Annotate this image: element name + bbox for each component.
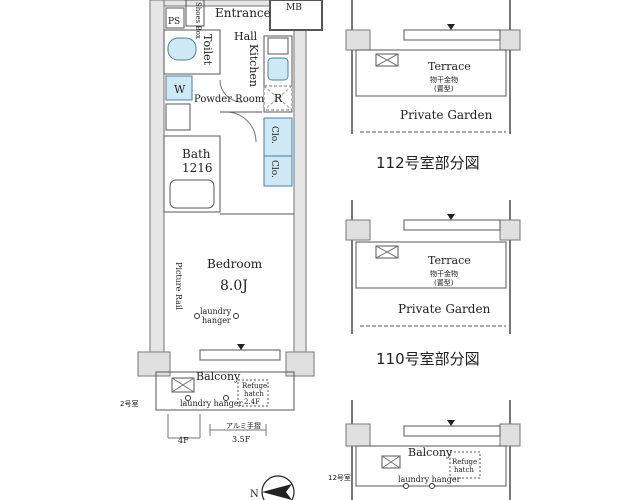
- label-4f: 4F: [178, 436, 189, 445]
- bathtub: [169, 179, 215, 209]
- label-handrail: アルミ手摺: [226, 421, 261, 430]
- label-hall: Hall: [234, 30, 258, 43]
- label-clo-upper: Clo.: [269, 126, 279, 144]
- u12-balcony-label: Balcony: [408, 446, 453, 459]
- sink-box: [165, 103, 191, 131]
- u112-caption: 112号室部分図: [376, 154, 480, 172]
- label-refuge: Refuge: [242, 382, 267, 390]
- u12-refuge-box: [449, 451, 481, 479]
- balcony: [155, 371, 295, 411]
- label-room-2: 2号室: [120, 399, 138, 408]
- compass-needle-icon: [262, 484, 292, 500]
- u12-col-right: [499, 423, 521, 447]
- u112-terrace-label: Terrace: [428, 60, 471, 73]
- kitchen-stove: [267, 37, 289, 55]
- label-hatch: hatch: [244, 390, 264, 398]
- u112-hanger-2: (置型): [434, 84, 454, 93]
- shoes-box: [185, 0, 205, 27]
- u112-hanger-1: 物干金物: [430, 75, 458, 84]
- u110-hanger-2: (置型): [434, 278, 454, 287]
- u12-refuge-2: hatch: [454, 466, 474, 474]
- label-entrance: Entrance: [215, 6, 271, 20]
- u112-col-left: [345, 29, 371, 51]
- label-shoes-box: Shoes Box: [194, 2, 202, 39]
- u112-window: [403, 29, 501, 41]
- label-bedroom-size: 8.0J: [220, 278, 248, 294]
- u110-caption: 110号室部分図: [376, 350, 480, 368]
- label-3-5f: 3.5F: [232, 435, 251, 444]
- label-clo-lower: Clo.: [269, 160, 279, 178]
- u12-laundry-hanger: laundry hanger: [398, 475, 461, 484]
- u110-col-right: [499, 219, 521, 241]
- label-bath: Bath: [182, 147, 211, 161]
- bedroom-window: [199, 349, 281, 361]
- unit-12: [345, 400, 521, 500]
- outer-wall-left: [149, 0, 165, 359]
- outer-wall-right: [293, 29, 307, 359]
- label-hanger: hanger: [202, 316, 231, 325]
- u112-col-right: [499, 29, 521, 51]
- label-laundry-hanger-bal: laundry hanger: [180, 399, 243, 408]
- compass-north-label: N: [250, 489, 259, 500]
- u110-window: [403, 219, 501, 231]
- label-ps: PS: [168, 17, 180, 27]
- ps-box: [165, 7, 185, 29]
- u110-col-left: [345, 219, 371, 241]
- label-2-4f: 2.4F: [244, 398, 260, 406]
- unit-112: [345, 0, 521, 134]
- toilet-fixture: [167, 37, 197, 61]
- main-unit: [137, 0, 323, 439]
- label-picture-rail: Picture Rail: [174, 262, 183, 310]
- label-w: W: [174, 83, 186, 96]
- unit-110: [345, 200, 521, 334]
- label-laundry: laundry: [200, 307, 232, 316]
- label-balcony: Balcony: [196, 370, 241, 383]
- u12-refuge-1: Refuge: [452, 458, 477, 466]
- label-bath-size: 1216: [182, 161, 213, 175]
- unit-110-labels: Terrace 物干金物 (置型) Private Garden 110号室部分…: [376, 254, 491, 368]
- u110-terrace-label: Terrace: [428, 254, 471, 267]
- closet-upper: [263, 117, 293, 157]
- closet-lower: [263, 155, 293, 187]
- unit-12-labels: 12号室 Balcony Refuge hatch laundry hanger: [328, 446, 477, 484]
- refuge-hatch-box: [237, 379, 269, 407]
- label-kitchen: Kitchen: [247, 44, 260, 87]
- u112-garden-label: Private Garden: [400, 108, 493, 122]
- label-bedroom: Bedroom: [207, 257, 263, 271]
- label-powder-room: Powder Room: [194, 94, 265, 105]
- label-mb: MB: [286, 3, 302, 13]
- kitchen-sink: [267, 57, 289, 81]
- bath-room: [163, 135, 221, 213]
- u12-room-label: 12号室: [328, 473, 351, 482]
- u12-window: [403, 425, 501, 437]
- mb-closet: [269, 0, 323, 31]
- unit-112-labels: Terrace 物干金物 (置型) Private Garden 112号室部分…: [376, 60, 493, 172]
- main-unit-labels: Entrance PS Shoes Box MB Hall Toilet Kit…: [120, 2, 302, 445]
- label-r: R: [274, 92, 283, 105]
- toilet-room: [163, 29, 221, 75]
- u12-col-left: [345, 423, 371, 447]
- u110-hanger-1: 物干金物: [430, 269, 458, 278]
- u110-garden-label: Private Garden: [398, 302, 491, 316]
- compass: N: [250, 475, 295, 500]
- label-toilet: Toilet: [201, 34, 214, 66]
- washer-box: [165, 75, 193, 101]
